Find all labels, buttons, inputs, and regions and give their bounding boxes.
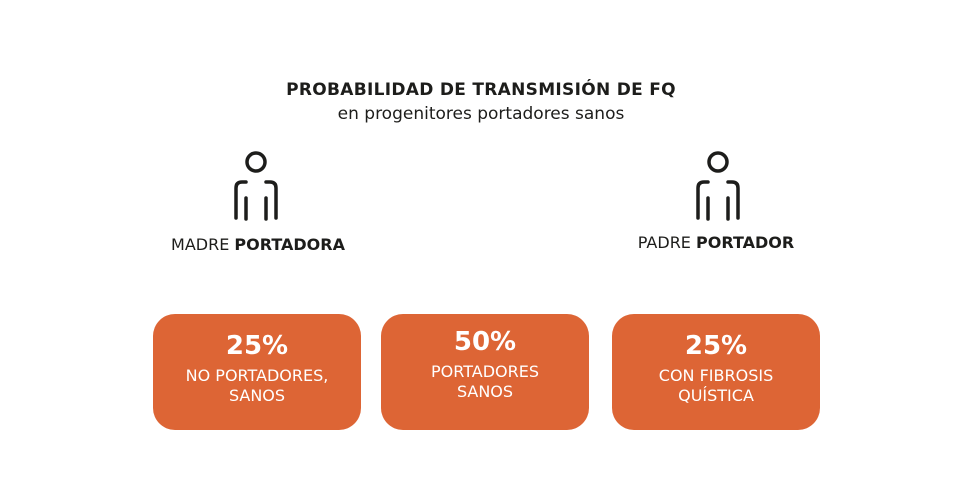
mother-person-icon (234, 151, 278, 221)
outcome-percent: 25% (225, 331, 289, 361)
outcome-description: NO PORTADORES,SANOS (185, 366, 329, 405)
mother-label: MADRE PORTADORA (171, 235, 345, 254)
father-label: PADRE PORTADOR (637, 233, 795, 252)
diagram-subtitle: en progenitores portadores sanos (337, 104, 625, 124)
outcome-non-carriers: 25% NO PORTADORES,SANOS (153, 314, 361, 430)
father-person-icon (696, 151, 740, 221)
outcome-percent: 25% (684, 331, 748, 361)
diagram-title: PROBABILIDAD DE TRANSMISIÓN DE FQ (286, 80, 676, 100)
outcome-percent: 50% (453, 327, 517, 357)
